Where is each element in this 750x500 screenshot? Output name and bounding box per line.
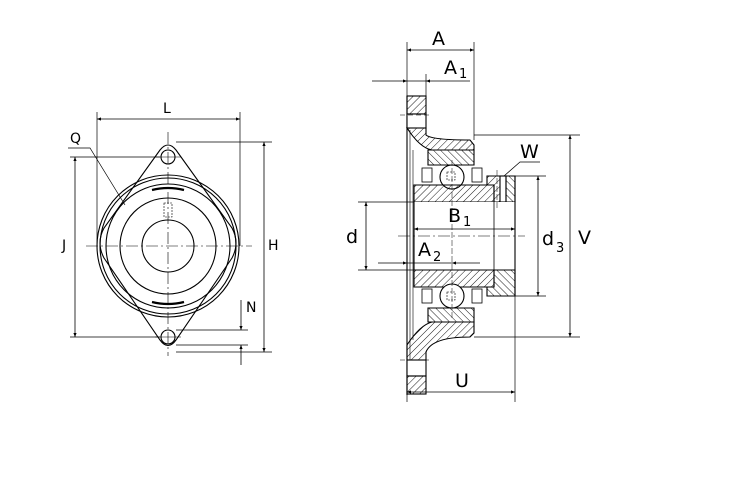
label-H: H bbox=[268, 238, 279, 254]
label-U: U bbox=[455, 370, 469, 392]
label-N: N bbox=[246, 300, 256, 316]
label-A1-sub: 1 bbox=[459, 67, 467, 82]
label-A2-sub: 2 bbox=[433, 250, 441, 265]
label-V: V bbox=[578, 227, 591, 249]
label-A1: A bbox=[444, 57, 457, 79]
label-Q: Q bbox=[70, 131, 81, 147]
label-d: d bbox=[346, 226, 358, 248]
label-L: L bbox=[163, 101, 171, 117]
label-J: J bbox=[61, 238, 66, 254]
label-B1: B bbox=[448, 205, 461, 227]
section-view bbox=[358, 42, 580, 402]
label-A2: A bbox=[418, 239, 431, 261]
label-d3: d bbox=[542, 228, 554, 250]
label-d3-sub: 3 bbox=[556, 241, 564, 256]
label-A: A bbox=[432, 28, 445, 50]
label-B1-sub: 1 bbox=[463, 215, 471, 230]
front-view bbox=[68, 112, 272, 365]
label-W: W bbox=[520, 141, 539, 163]
